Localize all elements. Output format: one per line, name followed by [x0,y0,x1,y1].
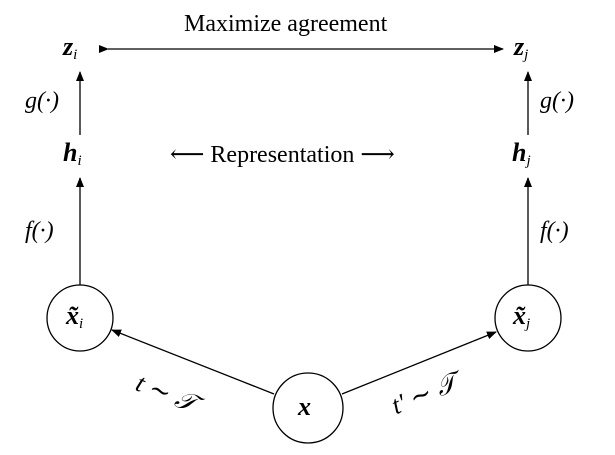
node-x-tilde-i: x̃i [66,303,83,332]
node-xt-i-sub: i [79,316,84,332]
representation-label: ⟵ Representation ⟶ [170,142,395,168]
f-label-left: f(·) [25,218,54,244]
node-xt-j-sub: j [526,316,531,332]
node-z-j: zj [514,34,528,63]
t-arrow-left [111,329,275,395]
node-xt-j-base: x̃ [513,301,526,330]
node-circle-xt-j [494,284,562,352]
node-h-i-sub: i [77,153,82,169]
node-z-i-sub: i [73,47,78,63]
g-label-left: g(·) [25,88,59,114]
node-z-j-base: z [514,32,525,61]
node-x: x [298,392,311,421]
node-h-i-base: h [63,138,78,167]
node-z-i: zi [63,34,77,63]
maximize-agreement-label: Maximize agreement [184,11,388,37]
node-circle-xt-i [46,284,114,352]
node-x-tilde-j: x̃j [513,303,530,332]
node-z-j-sub: j [524,47,529,63]
node-xt-i-base: x̃ [66,301,79,330]
node-h-j: hj [512,140,531,169]
node-circle-x [272,372,344,444]
node-h-i: hi [63,140,82,169]
node-h-j-sub: j [526,153,531,169]
f-label-right: f(·) [540,218,569,244]
g-label-right: g(·) [540,88,574,114]
node-h-j-base: h [512,138,527,167]
node-z-i-base: z [63,32,74,61]
t-arrow-right [341,331,497,395]
